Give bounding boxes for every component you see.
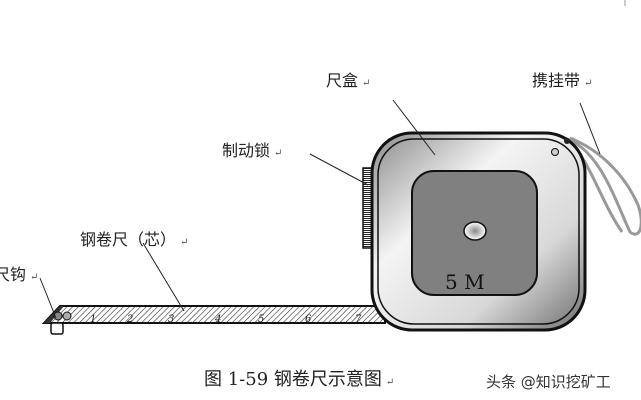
label-tape-text: 钢卷尺（芯）: [80, 230, 177, 249]
label-brake-text: 制动锁: [222, 141, 271, 160]
tape-number: 6: [305, 314, 312, 325]
caption-text: 图 1-59 钢卷尺示意图: [204, 369, 382, 390]
label-tape: 钢卷尺（芯）↵: [80, 226, 188, 250]
tape-hook: [50, 311, 72, 335]
tape-number: 7: [355, 314, 362, 325]
return-mark: ↵: [584, 78, 593, 89]
label-brake: 制动锁↵: [222, 137, 282, 161]
figure-caption: 图 1-59 钢卷尺示意图↵: [204, 365, 394, 391]
label-hook-text: 尺钩: [0, 265, 27, 284]
return-mark: ↵: [274, 148, 283, 159]
return-mark: ↵: [362, 78, 371, 89]
return-mark: ↵: [385, 377, 395, 388]
case-marking: 5 M: [445, 270, 485, 294]
label-strap-text: 携挂带: [532, 71, 581, 90]
label-strap: 携挂带↵: [532, 67, 592, 91]
tape-number: 3: [168, 314, 174, 325]
label-case-text: 尺盒: [326, 71, 359, 90]
tape-number: 5: [258, 314, 264, 325]
leader-lines: [39, 99, 601, 319]
return-mark: ↵: [180, 237, 189, 248]
tape-number: 2: [126, 314, 133, 325]
label-case: 尺盒↵: [326, 67, 370, 91]
return-mark: ↵: [30, 272, 39, 283]
label-hook: 尺钩↵: [0, 261, 38, 285]
watermark: 头条 @知识挖矿工: [486, 373, 611, 391]
tape-number: 1: [90, 314, 96, 325]
tape-number: 4: [214, 314, 221, 325]
case: [370, 131, 587, 332]
